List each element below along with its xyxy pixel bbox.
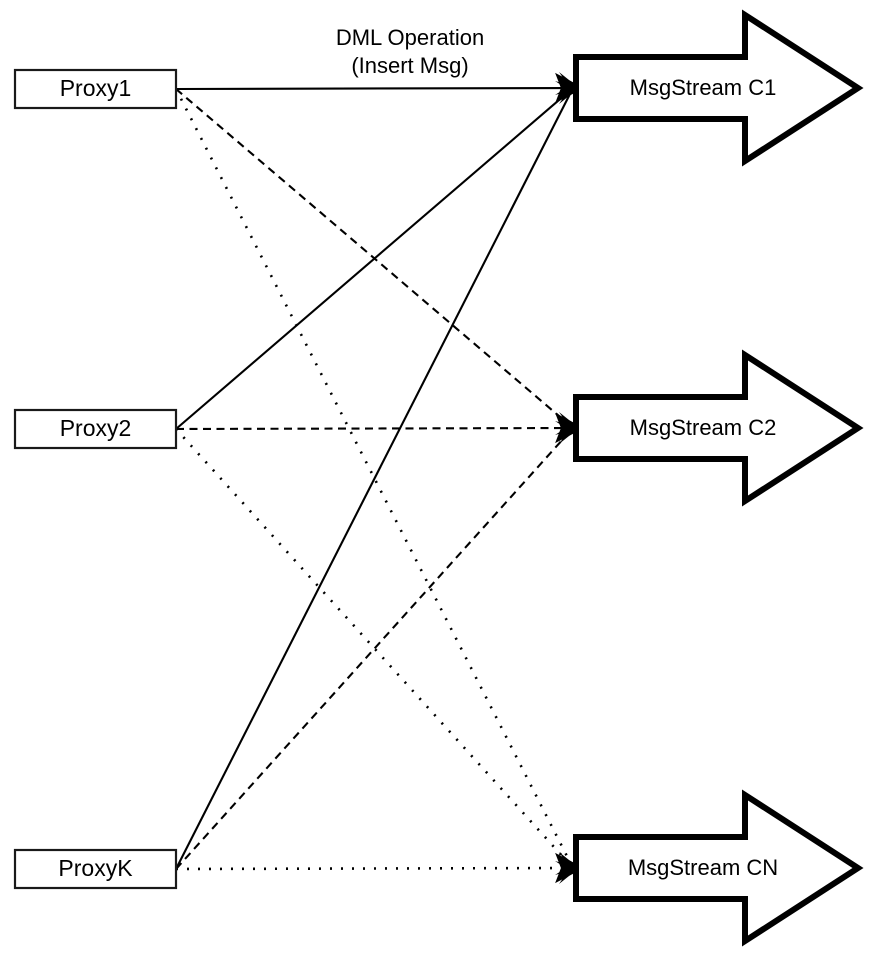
edge-proxy1-to-msgstream_c1 (175, 86, 567, 91)
edge-proxy1-to-msgstream_cn (174, 88, 571, 863)
edge-line-dashed (175, 426, 567, 431)
edge-line-dashed (175, 432, 570, 870)
caption-line-2: (Insert Msg) (351, 53, 468, 78)
edge-line-dotted (175, 428, 570, 864)
edge-line-solid (175, 93, 571, 870)
edge-proxy2-to-msgstream_c2 (175, 426, 567, 431)
edge-line-solid (175, 91, 569, 430)
edge-line-dotted (175, 866, 567, 871)
edge-proxyk-to-msgstream_c1 (175, 93, 571, 870)
msgstream-arrow-shape (573, 789, 864, 947)
proxy-box-shape (13, 68, 178, 110)
edge-proxyk-to-msgstream_c2 (175, 432, 570, 870)
proxy-node-proxy1[interactable]: Proxy1 (13, 68, 178, 110)
edge-line-dashed (175, 88, 569, 425)
msgstream-layer: MsgStream C1 MsgStream C2 MsgStream CN (573, 9, 864, 947)
proxy-node-proxyk[interactable]: ProxyK (13, 848, 178, 890)
edge-proxyk-to-msgstream_cn (175, 866, 567, 871)
proxy-box-shape (13, 848, 178, 890)
msgstream-arrow-shape (573, 9, 864, 167)
proxy-box-shape (13, 408, 178, 450)
arrowhead-layer (555, 72, 585, 884)
msgstream-label: MsgStream C2 (630, 415, 777, 440)
proxy-label: ProxyK (58, 855, 133, 881)
msgstream-label: MsgStream CN (628, 855, 778, 880)
msgstream-arrow-shape (573, 349, 864, 507)
msgstream-3[interactable]: MsgStream CN (573, 789, 864, 947)
edge-proxy1-to-msgstream_c2 (175, 88, 569, 425)
msgstream-1[interactable]: MsgStream C1 (573, 9, 864, 167)
msgstream-2[interactable]: MsgStream C2 (573, 349, 864, 507)
edge-layer (174, 86, 571, 871)
msgstream-label: MsgStream C1 (630, 75, 777, 100)
edge-line-dotted (174, 88, 571, 863)
dml-operation-caption: DML Operation (Insert Msg) (336, 25, 484, 78)
edge-proxy2-to-msgstream_c1 (175, 91, 569, 430)
proxy-label: Proxy1 (60, 75, 132, 101)
proxy-node-proxy2[interactable]: Proxy2 (13, 408, 178, 450)
caption-line-1: DML Operation (336, 25, 484, 50)
edge-line-solid (175, 86, 567, 91)
proxy-label: Proxy2 (60, 415, 132, 441)
edge-proxy2-to-msgstream_cn (175, 428, 570, 864)
